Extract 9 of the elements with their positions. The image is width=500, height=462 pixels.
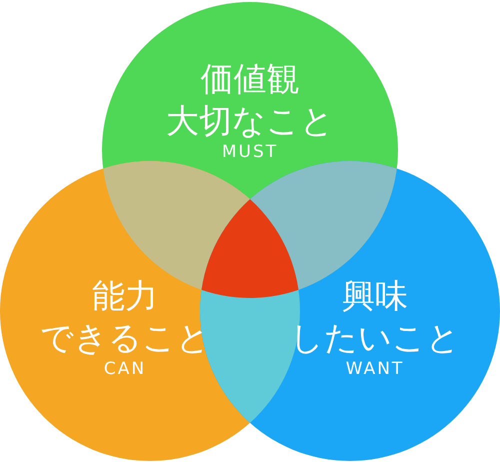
circle-subtitle: できること xyxy=(40,321,210,354)
english-label: WANT xyxy=(346,361,404,378)
circle-subtitle: 大切なこと xyxy=(166,104,334,137)
circle-title: 興味 xyxy=(342,279,408,312)
circle-title: 価値観 xyxy=(200,62,300,95)
english-label: MUST xyxy=(222,144,278,161)
english-label: CAN xyxy=(104,361,146,378)
circle-subtitle: したいこと xyxy=(290,321,460,354)
circle-title: 能力 xyxy=(92,279,158,312)
